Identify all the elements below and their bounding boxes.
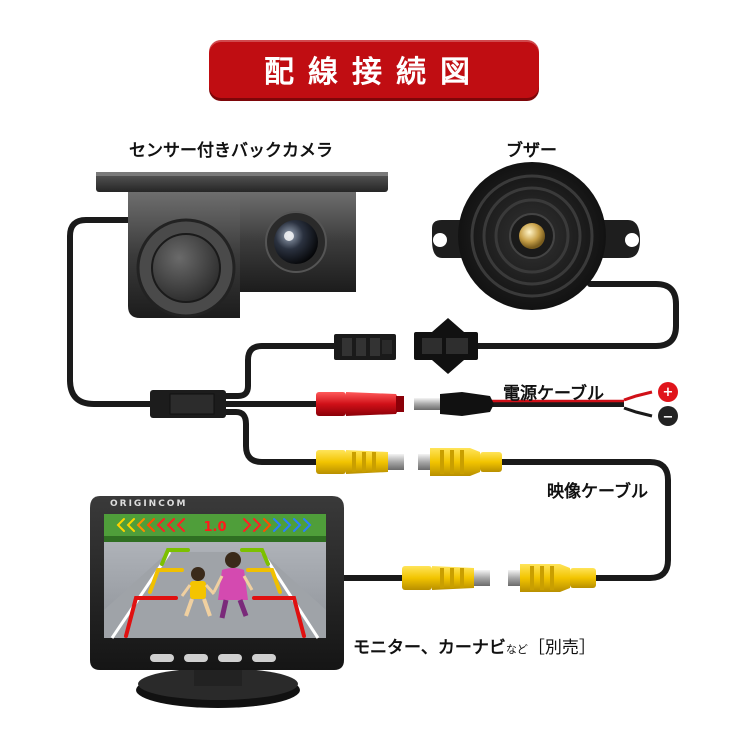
minus-sign: − bbox=[663, 410, 674, 425]
buzzer bbox=[432, 162, 640, 310]
rca-female-monitor bbox=[402, 566, 490, 590]
cables bbox=[67, 217, 679, 581]
positive-terminal bbox=[658, 382, 678, 402]
buzzer-branch-cable bbox=[222, 343, 339, 399]
child-figure-small bbox=[180, 567, 216, 617]
buzzer-connector bbox=[334, 318, 478, 374]
monitor-buttons bbox=[150, 654, 276, 662]
video-branch-cable bbox=[222, 409, 321, 465]
monitor-label-bracket: ［別売］ bbox=[527, 638, 596, 658]
plus-sign: + bbox=[663, 385, 674, 400]
power-connector-supply bbox=[414, 392, 494, 416]
negative-terminal bbox=[658, 406, 678, 426]
monitor bbox=[90, 496, 344, 708]
buzzer-center bbox=[519, 223, 545, 249]
rca-male-monitor-cable bbox=[418, 448, 502, 476]
video-cable-label: 映像ケーブル bbox=[547, 482, 648, 502]
monitor-label-small: など bbox=[505, 643, 528, 656]
monitor-label-main: モニター、カーナビ bbox=[353, 638, 506, 658]
title-banner: 配線接続図 bbox=[209, 40, 539, 98]
power-terminals bbox=[658, 382, 678, 426]
cable-splitter bbox=[150, 390, 226, 418]
parking-sensor bbox=[151, 233, 221, 303]
monitor-label: モニター、カーナビなど［別売］ bbox=[353, 633, 596, 658]
rca-female-camera bbox=[316, 450, 404, 474]
power-connector-camera bbox=[316, 392, 404, 416]
camera-cable bbox=[67, 217, 153, 407]
camera-lens bbox=[274, 220, 318, 264]
power-cable-label: 電源ケーブル bbox=[503, 384, 604, 404]
video-cable bbox=[497, 459, 671, 581]
backup-camera bbox=[96, 172, 388, 318]
rca-male-video-cable bbox=[508, 564, 596, 592]
monitor-brand: ORIGINCOM bbox=[110, 499, 188, 509]
buzzer-label: ブザー bbox=[506, 141, 557, 161]
buzzer-cable bbox=[475, 281, 679, 349]
page-title: 配線接続図 bbox=[264, 55, 484, 90]
child-figure-large bbox=[212, 552, 254, 619]
distance-readout: 1.0 bbox=[203, 520, 226, 535]
power-cable bbox=[492, 390, 653, 418]
camera-label: センサー付きバックカメラ bbox=[129, 141, 333, 161]
